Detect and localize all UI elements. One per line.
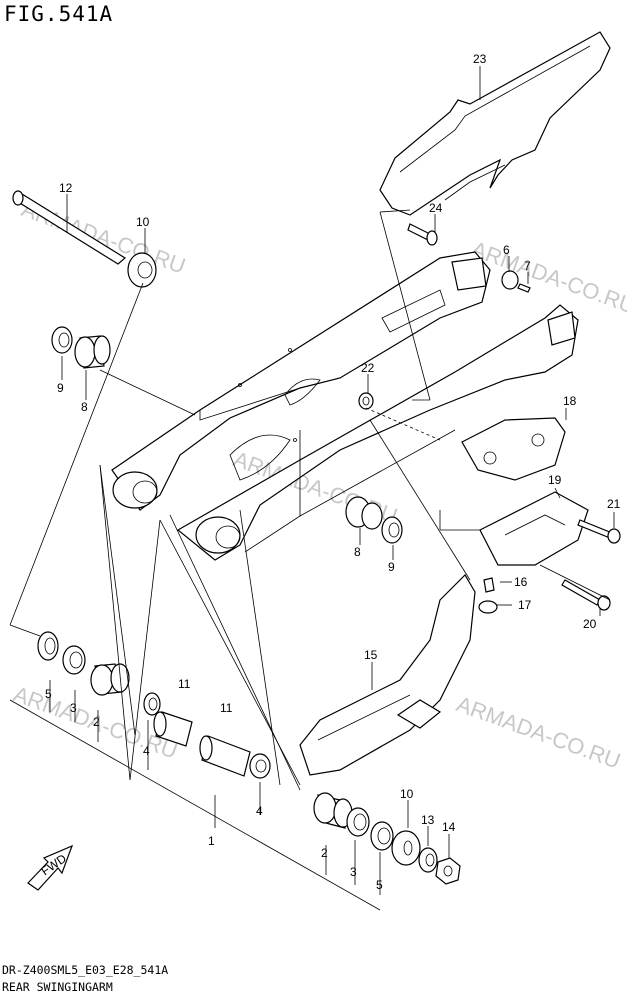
model-code: DR-Z400SML5_E03_E28_541A — [2, 963, 169, 977]
nut-14 — [435, 857, 461, 885]
chain-buffer — [299, 574, 476, 776]
bolt-20 — [561, 579, 611, 611]
bearing-2-right — [313, 792, 353, 829]
callout-8: 8 — [81, 400, 88, 414]
callout-24: 24 — [429, 201, 443, 215]
watermark: ARMADA-CO.RU — [468, 236, 627, 318]
callout-7: 7 — [524, 259, 531, 273]
callout-12: 12 — [59, 181, 73, 195]
bolt-16 — [483, 577, 495, 593]
callout-19: 19 — [548, 473, 562, 487]
callout-9: 9 — [57, 381, 64, 395]
bearing-3-left — [62, 645, 86, 675]
callout-17: 17 — [518, 598, 532, 612]
dust-seal-9-right — [381, 516, 403, 544]
callouts: 1 2 2 3 3 4 4 5 5 6 7 8 8 9 9 10 10 11 1… — [45, 52, 621, 892]
callout-2: 2 — [93, 715, 100, 729]
callout-4: 4 — [143, 744, 150, 758]
callout-4: 4 — [256, 804, 263, 818]
callout-9: 9 — [388, 560, 395, 574]
swingarm-body — [111, 251, 579, 561]
sleeve-11-b — [199, 735, 251, 777]
figure-footer: DR-Z400SML5_E03_E28_541A REAR SWINGINGAR… — [2, 962, 168, 996]
callout-13: 13 — [421, 813, 435, 827]
callout-14: 14 — [442, 820, 456, 834]
spacer-4-right — [249, 753, 271, 779]
figure-caption: REAR SWINGINGARM — [2, 980, 113, 994]
bearing-2-left — [90, 663, 130, 696]
collar-6 — [501, 270, 519, 290]
bearing-8-right — [345, 496, 383, 530]
spacer-4-left — [143, 692, 161, 716]
callout-16: 16 — [514, 575, 528, 589]
callout-18: 18 — [563, 394, 577, 408]
callout-22: 22 — [361, 361, 375, 375]
watermark: ARMADA-CO.RU — [453, 691, 624, 773]
collar-22 — [358, 392, 374, 410]
bolt-24 — [407, 223, 438, 246]
bearing-8-left — [74, 335, 111, 369]
seal-5-left — [37, 631, 59, 661]
callout-11: 11 — [220, 701, 233, 715]
callout-8: 8 — [354, 545, 361, 559]
washer-10-top — [127, 252, 157, 288]
callout-20: 20 — [583, 617, 597, 631]
callout-2: 2 — [321, 846, 328, 860]
callout-10: 10 — [136, 215, 150, 229]
callout-5: 5 — [376, 878, 383, 892]
bearing-3-right — [346, 807, 370, 837]
callout-5: 5 — [45, 687, 52, 701]
seal-5-right — [370, 821, 394, 851]
sleeve-11-a — [153, 711, 193, 747]
figure-title: FIG.541A — [4, 2, 114, 26]
bolt-7 — [517, 283, 531, 293]
dust-seal-9-left — [51, 326, 73, 354]
washer-17 — [478, 600, 498, 614]
callout-10: 10 — [400, 787, 414, 801]
fwd-arrow: FWD — [27, 844, 74, 891]
callout-15: 15 — [364, 648, 378, 662]
chain-case — [379, 31, 611, 216]
pivot-shaft — [12, 190, 127, 265]
washer-13 — [418, 847, 438, 873]
callout-3: 3 — [70, 701, 77, 715]
callout-11: 11 — [178, 677, 191, 691]
callout-23: 23 — [473, 52, 487, 66]
callout-1: 1 — [208, 834, 215, 848]
chain-guide — [479, 491, 589, 566]
chain-guide-bracket — [461, 417, 566, 481]
callout-3: 3 — [350, 865, 357, 879]
bolt-21 — [577, 519, 621, 544]
leader-lines — [9, 66, 615, 911]
washer-10-bottom — [391, 830, 421, 866]
callout-6: 6 — [503, 243, 510, 257]
callout-21: 21 — [607, 497, 621, 511]
